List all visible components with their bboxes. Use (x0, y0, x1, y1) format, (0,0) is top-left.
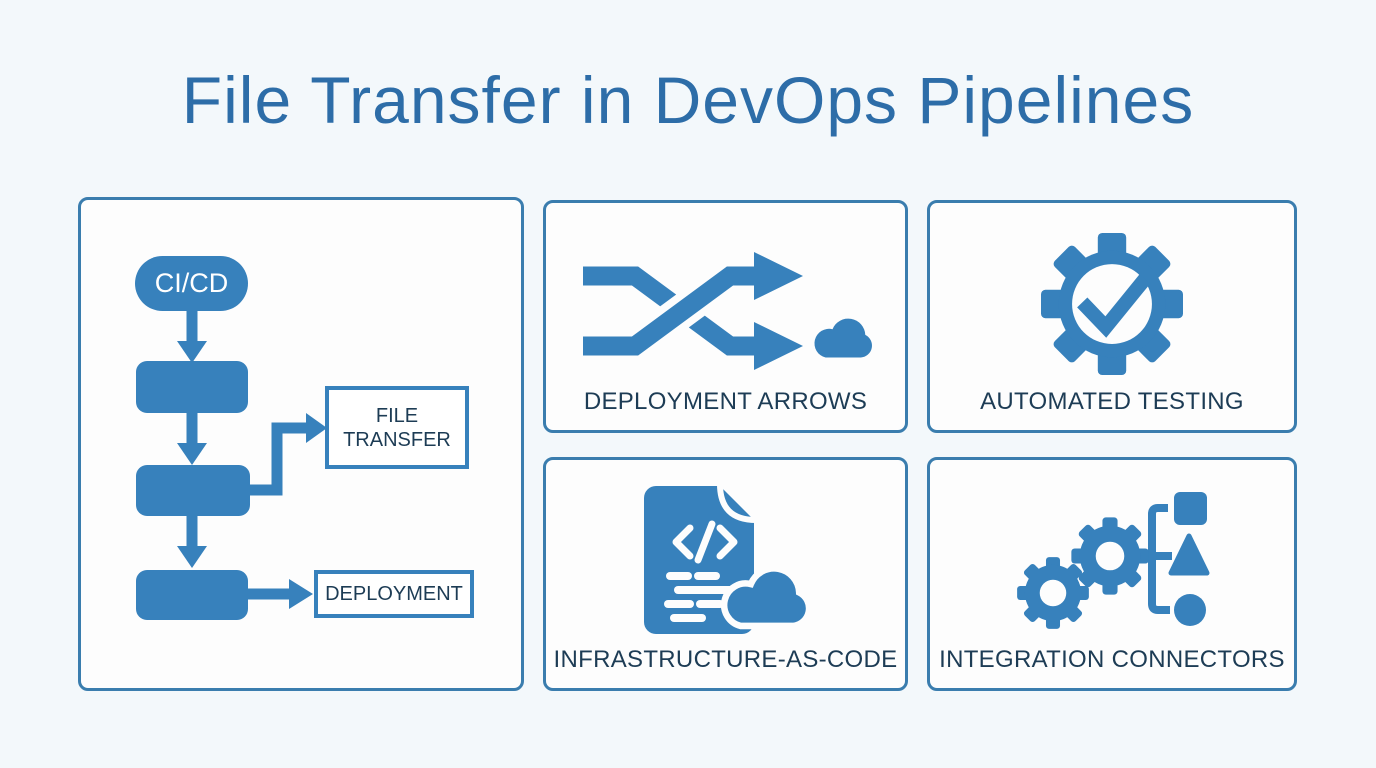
gears-connector-icon (1017, 492, 1210, 629)
page-title: File Transfer in DevOps Pipelines (181, 63, 1195, 137)
cicd-start-node: CI/CD (135, 256, 248, 311)
panel-caption: DEPLOYMENT ARROWS (583, 388, 868, 415)
triangle-shape (1168, 533, 1210, 576)
process-box-2 (136, 465, 250, 516)
integration-connectors-panel: INTEGRATION CONNECTORS (927, 457, 1297, 691)
cicd-start-label: CI/CD (154, 268, 229, 298)
code-document-cloud-icon (643, 484, 812, 634)
flowchart-arrows (177, 310, 327, 609)
file-transfer-label: FILE TRANSFER (343, 404, 451, 451)
square-shape (1174, 492, 1207, 525)
circle-shape (1174, 594, 1206, 626)
gear-icon (1017, 557, 1089, 629)
gear-checkmark-icon (1041, 233, 1183, 375)
panel-caption: AUTOMATED TESTING (980, 388, 1244, 415)
automated-testing-panel: AUTOMATED TESTING (927, 200, 1297, 433)
panel-caption: INFRASTRUCTURE-AS-CODE (553, 646, 898, 673)
cicd-flowchart-panel: CI/CD FILE TRANSFER DEPLOYMENT (78, 197, 524, 691)
deployment-box: DEPLOYMENT (314, 570, 474, 618)
cloud-icon (814, 318, 872, 358)
process-box-1 (136, 361, 248, 413)
infrastructure-as-code-panel: INFRASTRUCTURE-AS-CODE (543, 457, 908, 691)
panel-caption: INTEGRATION CONNECTORS (939, 646, 1285, 673)
code-glyph (672, 520, 737, 564)
deployment-arrows-panel: DEPLOYMENT ARROWS (543, 200, 908, 433)
gear-icon (1071, 517, 1149, 595)
file-transfer-box: FILE TRANSFER (325, 386, 469, 469)
shuffle-arrows-cloud-icon (583, 252, 872, 370)
deployment-label: DEPLOYMENT (325, 583, 463, 605)
cloud-icon (720, 565, 812, 630)
process-box-3 (136, 570, 248, 620)
